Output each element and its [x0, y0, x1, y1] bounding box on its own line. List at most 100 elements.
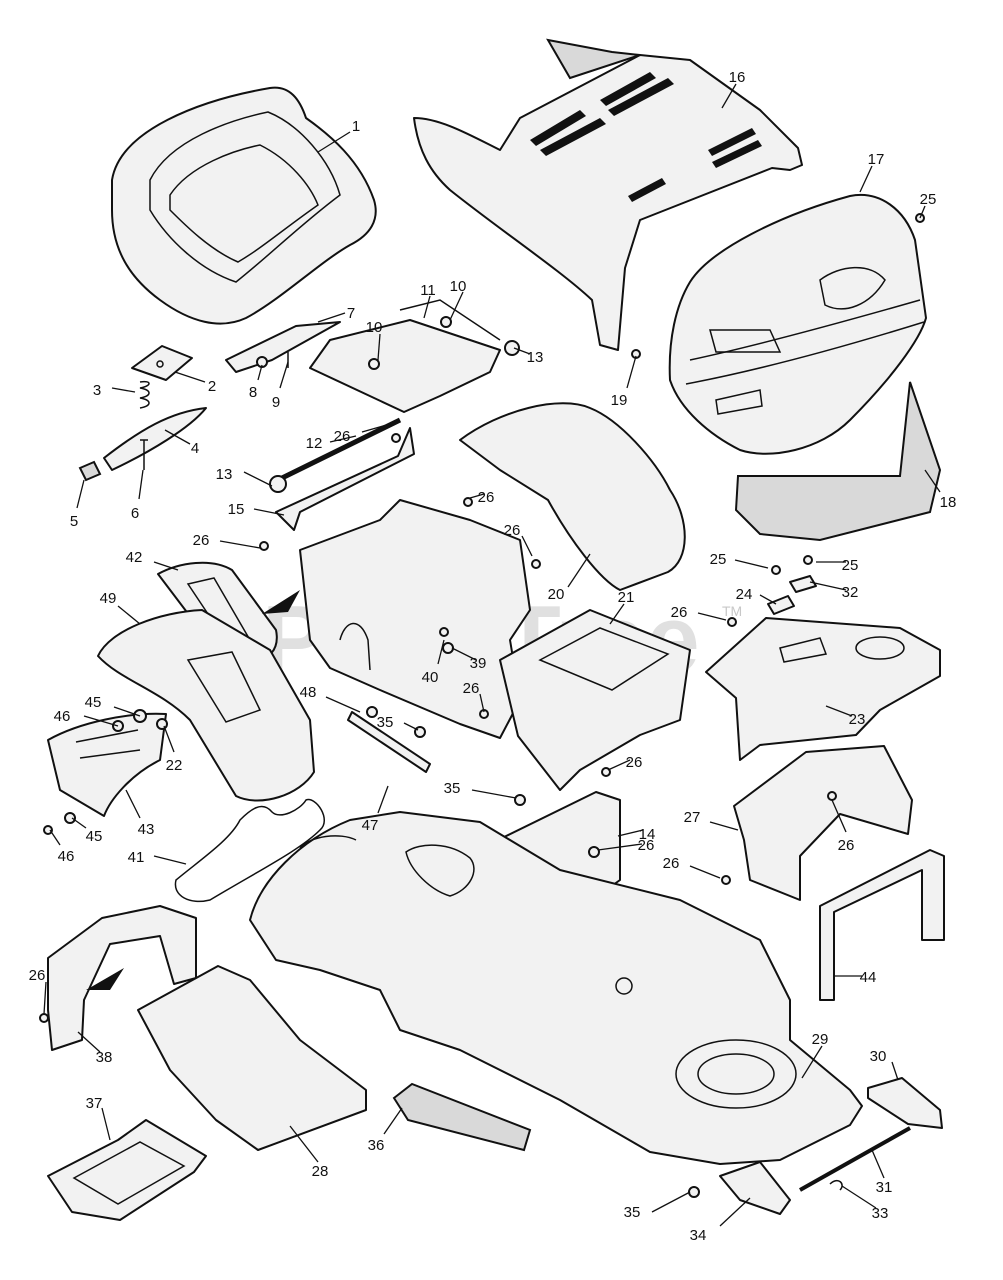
callout-number: 25 [842, 557, 859, 574]
callout-c14: 14 [617, 826, 656, 843]
part-screw-26b [259, 541, 269, 551]
callout-number: 26 [334, 428, 351, 445]
callout-c13b: 13 [216, 466, 273, 487]
part-screw-25b [771, 565, 781, 575]
callout-leader [651, 1191, 691, 1213]
part-hood-nose [668, 193, 927, 455]
callout-leader [317, 131, 351, 153]
part-fender [459, 402, 686, 591]
callout-leader [924, 469, 941, 493]
part-bracket-24 [767, 595, 795, 615]
callout-number: 49 [100, 590, 117, 607]
callout-leader [113, 706, 141, 717]
callout-number: 44 [860, 969, 877, 986]
part-nut-10b [440, 316, 452, 328]
callout-c17: 17 [859, 151, 884, 193]
callout-leader [77, 1031, 101, 1053]
callout-number: 6 [131, 505, 139, 522]
callout-number: 26 [29, 967, 46, 984]
callout-number: 2 [208, 378, 216, 395]
callout-c26g: 26 [607, 754, 642, 771]
callout-c45a: 45 [85, 694, 141, 717]
callout-c4: 4 [164, 429, 199, 457]
callout-c34: 34 [690, 1197, 751, 1244]
callout-c32: 32 [809, 581, 859, 601]
part-wire-harness [174, 798, 326, 902]
callout-number: 13 [216, 466, 233, 483]
callout-leader [697, 612, 727, 621]
part-screw-39 [442, 642, 454, 654]
callout-c35c: 35 [624, 1191, 691, 1221]
part-screw-26c [463, 497, 473, 507]
callout-leader [609, 603, 625, 625]
callout-number: 30 [870, 1048, 887, 1065]
callout-leader [377, 785, 389, 814]
callout-c26a: 26 [334, 423, 391, 445]
callout-leader [163, 725, 175, 753]
callout-c26j: 26 [663, 855, 721, 879]
callout-number: 26 [193, 532, 210, 549]
callout-leader [383, 1107, 403, 1135]
part-seat-pan [309, 299, 501, 413]
callout-number: 31 [876, 1179, 893, 1196]
part-pivot-bracket-34 [719, 1161, 791, 1215]
callout-leader [125, 789, 141, 819]
callout-leader [513, 347, 531, 355]
part-grille [734, 381, 942, 542]
callout-number: 32 [842, 584, 859, 601]
callout-number: 47 [362, 817, 379, 834]
callout-number: 25 [710, 551, 727, 568]
part-washer-45b [64, 812, 76, 824]
callout-number: 15 [228, 501, 245, 518]
callout-c9: 9 [272, 361, 289, 411]
callout-number: 25 [920, 191, 937, 208]
callout-number: 16 [729, 69, 746, 86]
callout-leader [626, 355, 637, 389]
part-footrest-side [47, 905, 197, 1051]
callout-c35b: 35 [444, 780, 517, 799]
callout-leader [891, 1061, 899, 1081]
callout-c26i: 26 [831, 799, 854, 854]
part-screw-26e [727, 617, 737, 627]
part-screw-35b [514, 794, 526, 806]
callout-number: 21 [618, 589, 635, 606]
callout-leader [471, 789, 517, 799]
callout-leader [567, 553, 591, 588]
part-battery-box [499, 609, 691, 791]
callout-c22: 22 [163, 725, 182, 774]
callout-leader [377, 333, 381, 361]
part-clip-33 [829, 1179, 843, 1191]
part-screw-26h [588, 846, 600, 858]
callout-c42: 42 [126, 549, 179, 571]
callout-leader [325, 696, 361, 713]
part-dash [705, 617, 941, 761]
callout-leader [43, 981, 47, 1015]
callout-number: 14 [639, 826, 656, 843]
callout-c47: 47 [362, 785, 389, 834]
callout-number: 5 [70, 513, 78, 530]
callout-number: 24 [736, 586, 753, 603]
callout-c30: 30 [870, 1048, 899, 1081]
part-seat-plate [131, 345, 193, 381]
callout-c24: 24 [736, 586, 777, 605]
part-shaft-31 [799, 1126, 911, 1192]
callout-leader [49, 829, 61, 846]
part-screw-25c [803, 555, 813, 565]
callout-leader [279, 361, 289, 389]
callout-leader [164, 429, 191, 445]
callout-c40: 40 [422, 639, 445, 686]
callout-leader [253, 508, 285, 516]
callout-c6: 6 [131, 469, 144, 522]
arrow-icon-2 [86, 968, 124, 990]
callout-number: 26 [478, 489, 495, 506]
callout-leader [689, 865, 721, 879]
callout-c23: 23 [825, 705, 865, 728]
part-mat [392, 1082, 532, 1152]
callout-leader [257, 364, 263, 381]
part-bushing-13a [504, 340, 520, 356]
part-rear-bracket-30 [867, 1077, 943, 1129]
callout-number: 29 [812, 1031, 829, 1048]
callout-number: 26 [463, 680, 480, 697]
part-front-bracket [819, 849, 945, 1001]
